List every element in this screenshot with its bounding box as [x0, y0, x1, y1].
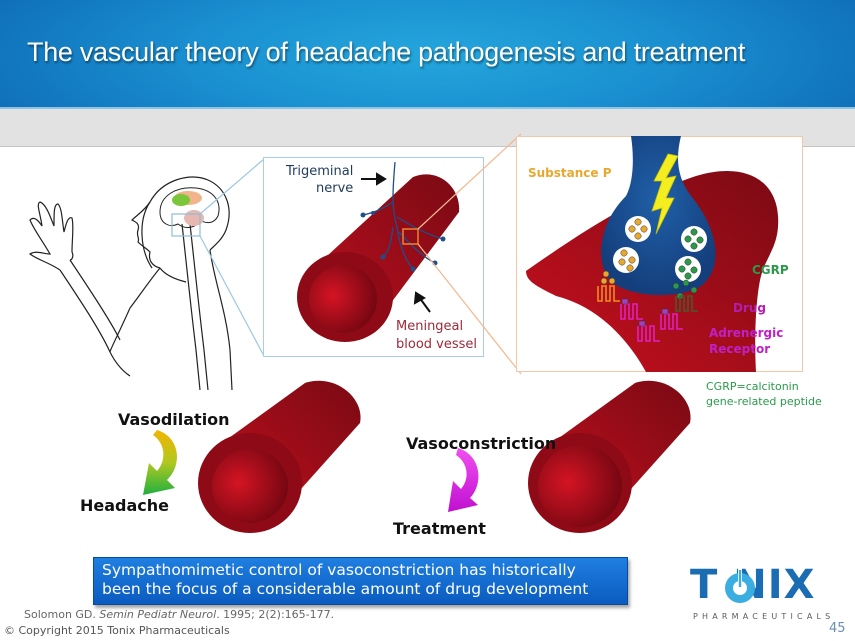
slide-header: The vascular theory of headache pathogen… [0, 0, 855, 107]
zoom-region-box [171, 213, 201, 237]
cgrp-label: CGRP [752, 263, 789, 277]
substance-p-label: Substance P [528, 166, 612, 180]
synapse-zoom-box [402, 228, 419, 245]
copyright-notice: © Copyright 2015 Tonix Pharmaceuticals [4, 624, 230, 637]
adrenergic-receptor-label-line2: Receptor [709, 342, 771, 356]
lightning-bolt-icon [651, 153, 679, 235]
meningeal-vessel-label-line1: Meningeal [396, 319, 464, 334]
meningeal-vessel-illustration [297, 133, 522, 375]
callout-line1: Sympathomimetic control of vasoconstrict… [102, 561, 576, 579]
vasoconstriction-label: Vasoconstriction [406, 434, 557, 453]
cgrp-definition-line1: CGRP=calcitonin [706, 380, 799, 393]
vasoconstriction-arrow-icon [448, 448, 479, 512]
vasodilation-arrow-icon [143, 430, 178, 495]
adrenergic-receptor-label-line1: Adrenergic [709, 326, 784, 340]
header-subband [0, 107, 855, 147]
meningeal-vessel-label-line2: blood vessel [396, 337, 478, 352]
citation: Solomon GD. Semin Pediatr Neurol. 1995; … [24, 608, 334, 621]
drug-label: Drug [733, 301, 767, 315]
citation-journal: Semin Pediatr Neurol [99, 608, 217, 621]
trigeminal-nerve-label-line1: Trigeminal [286, 164, 354, 179]
trigeminal-nerve-label-line2: nerve [316, 181, 354, 196]
page-number: 45 [829, 621, 846, 636]
citation-details: . 1995; 2(2):165-177. [216, 608, 335, 621]
dilated-vessel-illustration [198, 380, 361, 533]
synapse-illustration [526, 136, 779, 372]
key-message-callout: Sympathomimetic control of vasoconstrict… [93, 557, 628, 605]
callout-line2: been the focus of a considerable amount … [102, 580, 589, 598]
human-figure-illustration [28, 158, 265, 391]
constricted-vessel-illustration [528, 380, 691, 533]
logo-tagline: PHARMACEUTICALS [693, 612, 835, 621]
brain-region-green [172, 194, 190, 206]
cgrp-definition-line2: gene-related peptide [706, 395, 822, 408]
headache-label: Headache [80, 496, 170, 515]
slide-title: The vascular theory of headache pathogen… [27, 37, 746, 67]
citation-author: Solomon GD. [24, 608, 100, 621]
vasodilation-label: Vasodilation [118, 410, 230, 429]
logo-power-o-icon [725, 568, 755, 603]
treatment-label: Treatment [393, 519, 486, 538]
